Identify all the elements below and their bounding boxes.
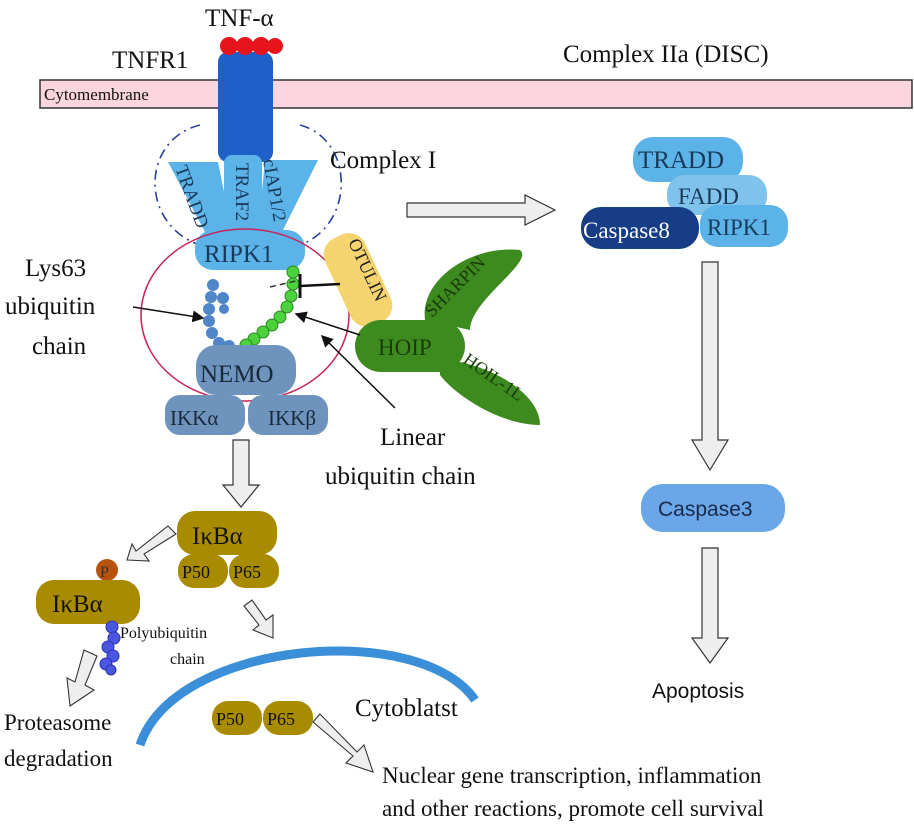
lys63-pointer [132,306,205,323]
ikba-free-shape [36,580,140,624]
linear-ubiquitin-beads [239,265,300,352]
ikka-shape [165,395,245,435]
proteasome-line-2: degradation [4,746,113,771]
ripk1-left-shape [195,230,305,270]
proteasome-line-1: Proteasome [4,710,111,735]
nemo-shape [196,345,296,395]
cytomembrane-label: Cytomembrane [44,85,149,104]
ikba-complex-label: IκBα [192,523,243,550]
nuclear-line-2: and other reactions, promote cell surviv… [382,796,764,821]
ciap-shape [258,160,318,232]
tnf-alpha-trimer [220,37,283,55]
nucleus-membrane-arc [135,646,479,747]
lys63-line-2: ubiquitin [5,293,96,320]
linear-line-1: Linear [380,424,446,451]
nuclear-line-1: Nuclear gene transcription, inflammation [382,763,762,788]
cytomembrane-bar [39,79,913,109]
ikkb-label: IKKβ [268,406,316,430]
arrow-ikk-to-ikba [221,439,261,508]
nuclear-label: Nuclear gene transcription, inflammation… [382,763,767,821]
ripk1-right-label: RIPK1 [707,215,771,240]
complex-i-dashed-ring [154,124,342,246]
otulin-shape [323,233,393,327]
ikkb-shape [248,395,328,435]
cytoblast-label: Cytoblatst [355,695,458,722]
arrow-to-complex-iia [406,194,557,226]
tnf-alpha-label: TNF-α [205,5,274,32]
hoip-label: HOIP [378,335,432,360]
ripk1-right-shape [700,205,788,247]
phospho-marker [96,559,118,581]
otulin-inhibition-line [299,282,341,288]
polyub-label: Polyubiquitin chain [120,625,211,668]
p50-nuc-shape [212,701,262,735]
p50-top-label: P50 [182,562,210,582]
ikba-complex-shape [177,511,277,555]
tnfr1-receptor [218,52,273,162]
arrow-to-transcription [312,713,374,773]
lys63-line-3: chain [32,333,87,360]
hoip-shape [355,320,465,372]
traf2-shape [224,155,262,237]
lys63-label: Lys63 ubiquitin chain [5,255,102,360]
complex-iia-label: Complex IIa (DISC) [563,41,769,68]
complex-i-label: Complex I [330,147,436,174]
lys63-line-1: Lys63 [25,255,86,282]
linear-line-2: ubiquitin chain [325,463,476,490]
p50-top-shape [178,554,228,588]
fadd-label: FADD [678,184,739,209]
p50-nuc-label: P50 [216,709,244,729]
polyub-line-2: chain [170,651,205,668]
caspase8-shape [581,207,699,249]
p65-nuc-shape [263,701,313,735]
dashed-link [269,279,301,288]
tradd-right-shape [633,137,743,182]
arrow-to-proteasome [66,649,98,707]
arrow-to-apoptosis [690,547,730,665]
polyubiquitin-beads [99,620,121,676]
p65-top-label: P65 [233,562,261,582]
linear-pointer [320,334,396,409]
caspase8-label: Caspase8 [583,218,670,243]
caspase3-shape [641,484,785,532]
linear-label: Linear ubiquitin chain [325,424,476,490]
ikba-free-label: IκBα [52,591,103,618]
polyub-line-1: Polyubiquitin [120,625,207,642]
ubiquitin-ring [140,228,350,402]
caspase3-label: Caspase3 [658,498,753,521]
apoptosis-label: Apoptosis [652,680,744,703]
tradd-left-shape [168,162,232,232]
sharpin-shape [424,249,523,330]
ripk1-left-label: RIPK1 [204,241,273,268]
ikka-label: IKKα [170,406,218,430]
lys63-ubiquitin-beads [203,279,235,352]
proteasome-label: Proteasome degradation [4,710,117,771]
tradd-right-label: TRADD [638,147,724,174]
p65-top-shape [229,554,279,588]
arrow-to-phospho-ikba [126,525,177,562]
arrow-to-caspase3 [690,261,730,472]
p65-nuc-label: P65 [267,709,295,729]
nemo-label: NEMO [200,361,274,388]
tnfr1-label: TNFR1 [112,47,188,74]
lubac-pointer [294,311,361,336]
phospho-label: P [100,564,109,581]
hoil-shape [440,360,540,425]
traf2-label: TRAF2 [231,163,252,221]
arrow-to-nucleus [243,599,274,639]
